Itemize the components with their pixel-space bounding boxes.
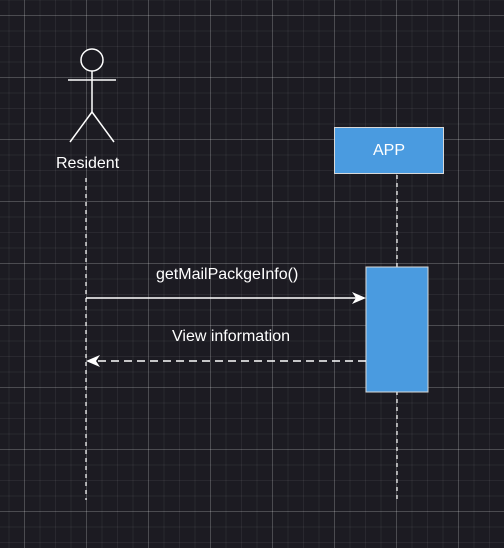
app-activation-bar[interactable] — [365, 266, 429, 393]
resident-actor-icon[interactable] — [68, 48, 116, 143]
request-message-label: getMailPackgeInfo() — [156, 266, 299, 283]
app-label: APP — [372, 141, 405, 159]
app-participant-box[interactable]: APP — [334, 127, 444, 174]
response-message-label: View information — [172, 328, 290, 345]
resident-label: Resident — [56, 155, 120, 172]
